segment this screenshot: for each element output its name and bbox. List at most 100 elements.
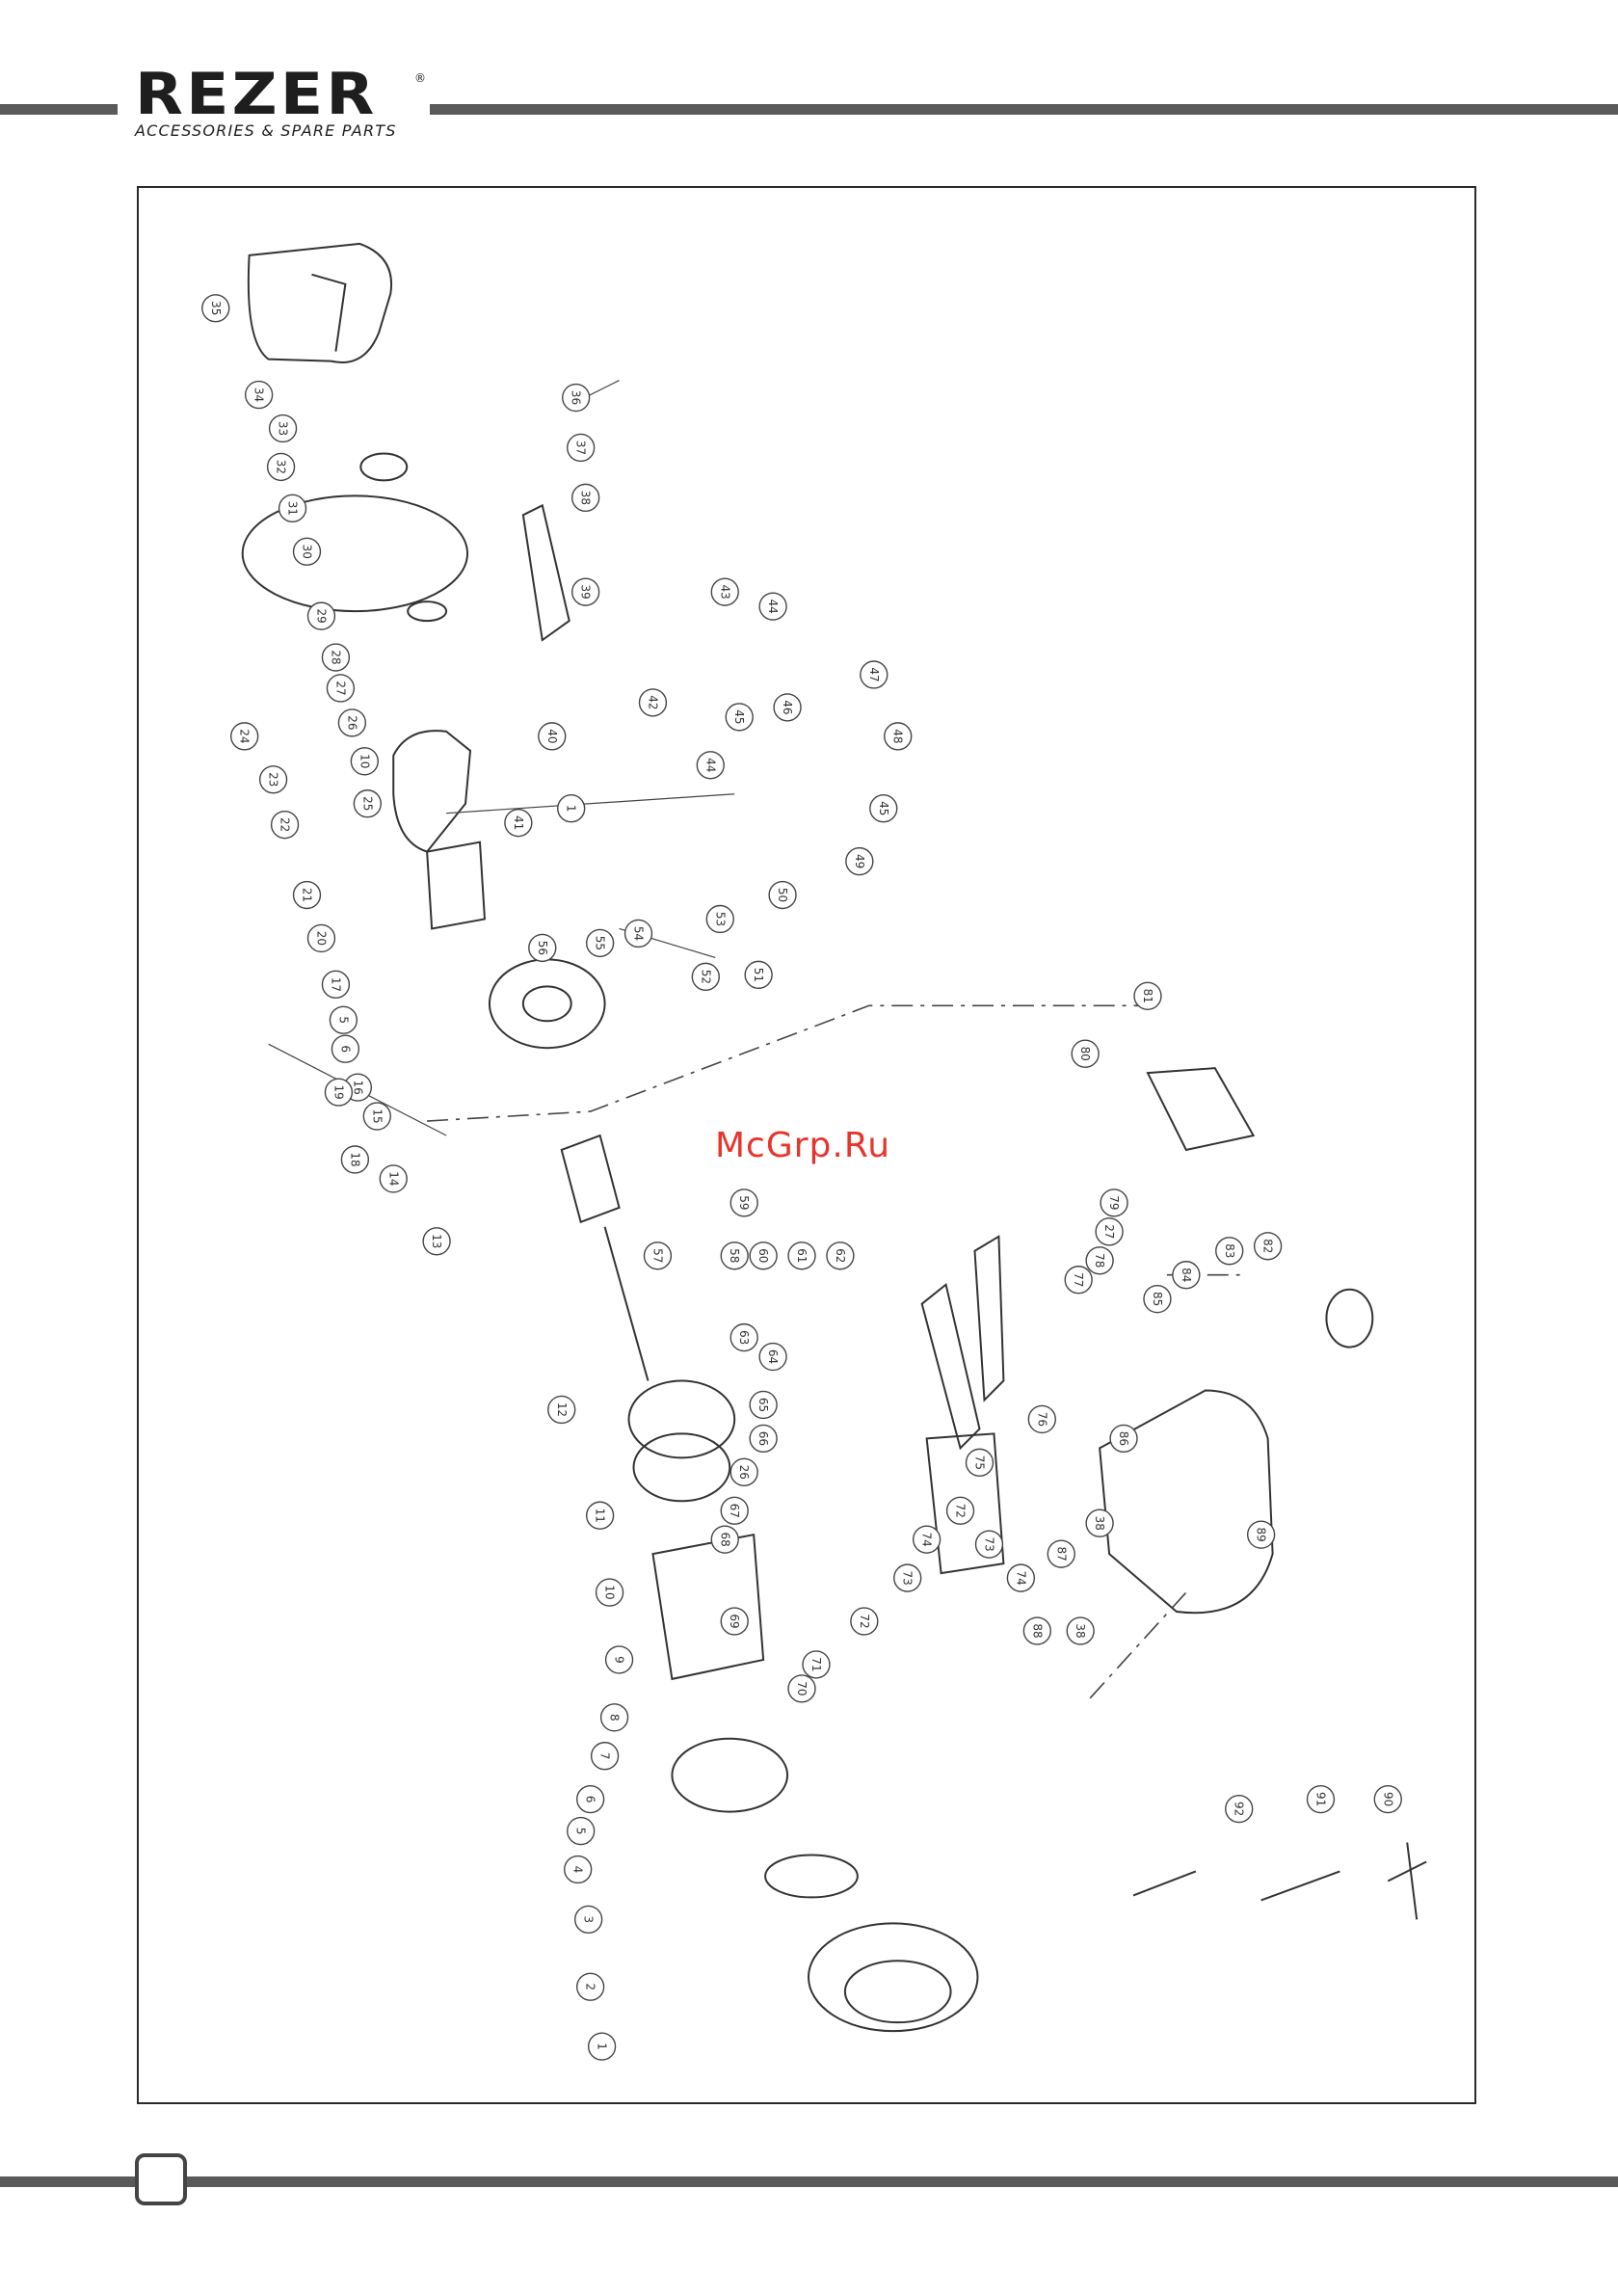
part-callout-90: 90 bbox=[1373, 1784, 1402, 1814]
callout-number: 25 bbox=[360, 796, 374, 811]
callout-circle bbox=[258, 765, 288, 794]
part-callout-1: 1 bbox=[587, 2032, 617, 2061]
callout-number: 23 bbox=[267, 772, 280, 787]
callout-number: 44 bbox=[703, 758, 717, 772]
callout-number: 7 bbox=[598, 1752, 612, 1760]
part-callout-49: 49 bbox=[845, 846, 874, 876]
callout-circle bbox=[1225, 1794, 1254, 1824]
callout-number: 8 bbox=[608, 1714, 622, 1722]
callout-circle bbox=[884, 722, 913, 751]
part-callout-10: 10 bbox=[595, 1578, 624, 1607]
part-callout-17: 17 bbox=[321, 970, 351, 1000]
part-callout-45: 45 bbox=[869, 794, 898, 823]
callout-circle bbox=[337, 708, 367, 737]
part-callout-6: 6 bbox=[575, 1784, 605, 1814]
callout-circle bbox=[562, 383, 591, 413]
callout-circle bbox=[1085, 1508, 1114, 1537]
callout-number: 83 bbox=[1223, 1243, 1236, 1258]
part-callout-29: 29 bbox=[306, 601, 336, 630]
callout-number: 61 bbox=[795, 1248, 809, 1263]
callout-number: 77 bbox=[1072, 1272, 1085, 1287]
callout-circle bbox=[773, 693, 802, 722]
header-rule-right bbox=[430, 104, 1618, 115]
callout-number: 12 bbox=[555, 1402, 569, 1417]
callout-number: 84 bbox=[1180, 1268, 1193, 1282]
callout-number: 33 bbox=[277, 421, 290, 436]
callout-number: 76 bbox=[1035, 1412, 1048, 1427]
part-callout-85: 85 bbox=[1143, 1285, 1172, 1314]
callout-circle bbox=[244, 380, 274, 410]
callout-circle bbox=[571, 483, 600, 513]
callout-number: 64 bbox=[766, 1349, 780, 1364]
callout-circle bbox=[585, 1501, 615, 1530]
part-callout-9: 9 bbox=[604, 1645, 634, 1674]
part-callout-2: 2 bbox=[575, 1972, 605, 2001]
part-callout-11: 11 bbox=[585, 1501, 615, 1530]
callout-circle bbox=[573, 1905, 603, 1935]
part-callout-60: 60 bbox=[749, 1241, 778, 1270]
part-callout-25: 25 bbox=[353, 789, 382, 818]
callout-circle bbox=[292, 880, 322, 910]
callout-circle bbox=[860, 660, 889, 689]
page-number-box bbox=[135, 2153, 187, 2205]
part-callout-28: 28 bbox=[321, 643, 351, 672]
callout-number: 47 bbox=[867, 667, 881, 681]
callout-number: 69 bbox=[728, 1614, 741, 1628]
part-callout-67: 67 bbox=[720, 1496, 749, 1525]
callout-circle bbox=[587, 2032, 617, 2061]
callout-number: 40 bbox=[545, 729, 559, 743]
callout-circle bbox=[623, 919, 653, 948]
callout-number: 58 bbox=[728, 1248, 741, 1263]
callout-circle bbox=[350, 747, 379, 776]
callout-number: 73 bbox=[901, 1570, 915, 1585]
callout-circle bbox=[353, 789, 382, 818]
callout-circle bbox=[720, 1496, 749, 1525]
callout-number: 80 bbox=[1078, 1047, 1092, 1061]
callout-number: 5 bbox=[574, 1828, 588, 1835]
part-callout-82: 82 bbox=[1253, 1232, 1283, 1261]
part-callout-24: 24 bbox=[230, 722, 259, 751]
callout-circle bbox=[590, 1742, 620, 1771]
callout-circle bbox=[306, 923, 336, 953]
part-callout-26: 26 bbox=[729, 1457, 758, 1486]
part-callout-75: 75 bbox=[965, 1448, 995, 1478]
callout-number: 72 bbox=[858, 1614, 871, 1628]
callout-number: 54 bbox=[632, 926, 646, 941]
callout-number: 26 bbox=[737, 1465, 751, 1480]
part-callout-38: 38 bbox=[571, 483, 600, 513]
callout-circle bbox=[845, 846, 874, 876]
part-callout-51: 51 bbox=[744, 960, 773, 990]
callout-number: 27 bbox=[333, 681, 347, 695]
callout-number: 78 bbox=[1093, 1253, 1106, 1268]
callout-number: 38 bbox=[1074, 1623, 1087, 1638]
part-callout-48: 48 bbox=[884, 722, 913, 751]
part-callout-92: 92 bbox=[1225, 1794, 1254, 1824]
callout-circle bbox=[528, 933, 557, 963]
part-callout-71: 71 bbox=[802, 1650, 831, 1679]
callout-number: 17 bbox=[329, 977, 342, 992]
callout-circle bbox=[638, 688, 668, 717]
callout-circle bbox=[869, 794, 898, 823]
part-callout-80: 80 bbox=[1071, 1039, 1100, 1068]
part-callout-27: 27 bbox=[1095, 1217, 1124, 1246]
callout-number: 86 bbox=[1117, 1431, 1130, 1446]
callout-number: 10 bbox=[603, 1585, 617, 1599]
callout-circle bbox=[802, 1650, 831, 1679]
callout-number: 87 bbox=[1054, 1547, 1068, 1562]
callout-number: 60 bbox=[756, 1248, 770, 1263]
registered-mark: ® bbox=[414, 71, 426, 85]
part-callout-88: 88 bbox=[1022, 1616, 1051, 1645]
callout-circle bbox=[1133, 981, 1162, 1010]
callout-number: 44 bbox=[766, 600, 780, 614]
callout-number: 4 bbox=[571, 1866, 585, 1874]
callout-circle bbox=[1066, 1616, 1095, 1645]
callout-number: 9 bbox=[613, 1656, 626, 1664]
callout-number: 75 bbox=[972, 1455, 986, 1470]
callout-circle bbox=[758, 592, 787, 621]
callout-circle bbox=[787, 1674, 816, 1703]
callout-circle bbox=[1143, 1285, 1172, 1314]
callout-number: 22 bbox=[279, 817, 292, 832]
callout-circle bbox=[557, 794, 586, 823]
callout-circle bbox=[758, 1342, 787, 1372]
